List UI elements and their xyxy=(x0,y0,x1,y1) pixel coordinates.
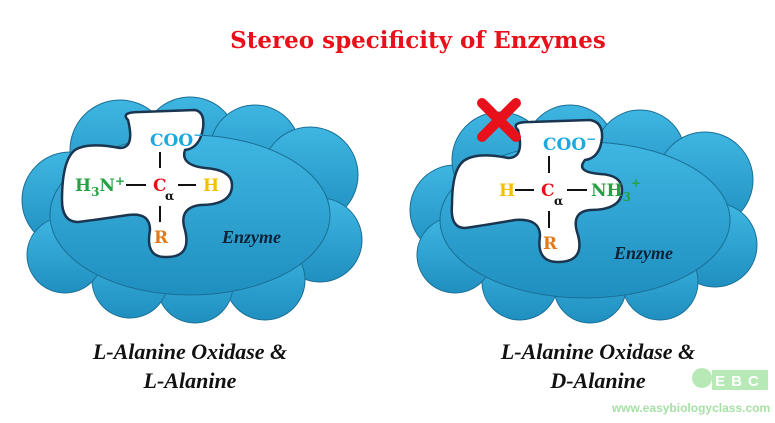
watermark: EBC www.easybiologyclass.com xyxy=(611,368,770,415)
caption-left-line2: L-Alanine xyxy=(143,368,237,393)
r-group: R xyxy=(543,234,558,254)
coo-group: COO− xyxy=(543,132,596,155)
amine-group: NH3+ xyxy=(591,176,641,204)
alpha-carbon: C xyxy=(541,181,555,201)
cross-icon xyxy=(477,98,521,142)
amine-group: H3N+ xyxy=(75,174,125,199)
hydrogen-group: H xyxy=(203,176,219,196)
enzyme-label-left: Enzyme xyxy=(221,227,281,247)
alpha-label: α xyxy=(554,194,563,208)
watermark-logo: EBC xyxy=(715,373,765,390)
enzyme-label-right: Enzyme xyxy=(613,243,673,263)
watermark-url: www.easybiologyclass.com xyxy=(611,401,770,415)
alpha-carbon: C xyxy=(153,176,167,196)
caption-left-line1: L-Alanine Oxidase & xyxy=(92,339,287,364)
r-group: R xyxy=(154,228,169,248)
alpha-label: α xyxy=(165,189,174,203)
caption-right-line1: L-Alanine Oxidase & xyxy=(500,339,695,364)
coo-group: COO− xyxy=(150,128,203,151)
page-title: Stereo specificity of Enzymes xyxy=(230,27,606,54)
molecule-right: COO− H C α NH3+ R xyxy=(499,132,641,254)
binding-site-right xyxy=(450,118,624,264)
bonds xyxy=(515,156,587,228)
binding-site-left xyxy=(60,108,234,259)
bonds xyxy=(126,152,196,222)
molecule-left: COO− H3N+ C α H R xyxy=(75,128,219,248)
hydrogen-group: H xyxy=(499,181,515,201)
caption-right-line2: D-Alanine xyxy=(549,368,646,393)
